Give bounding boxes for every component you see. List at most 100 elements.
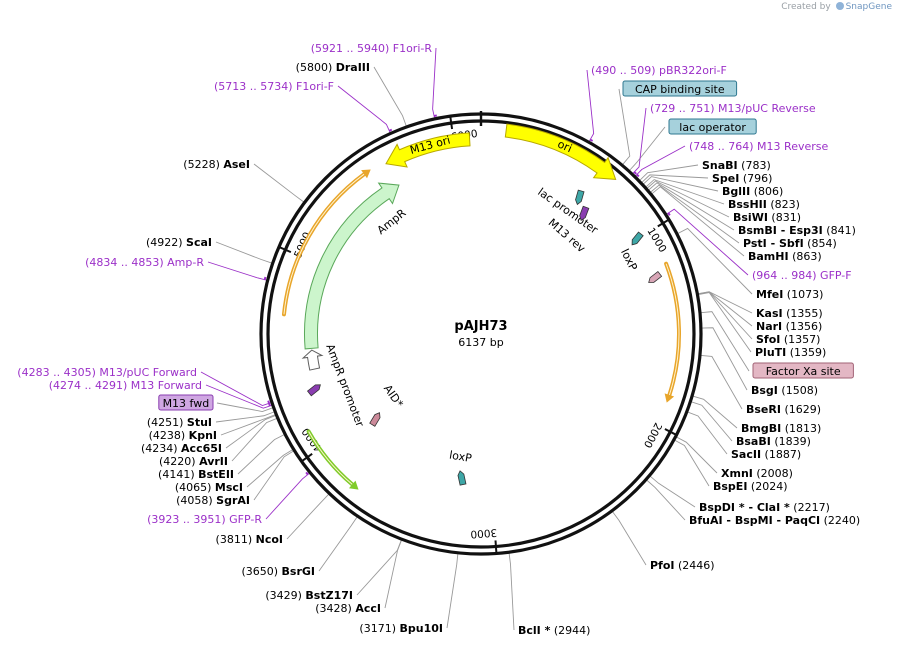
site-name: SpeI (712, 172, 739, 185)
tick-5000 (277, 245, 292, 254)
leader-bsteii (237, 434, 285, 475)
site-label-draiii: (5800) DraIII (296, 61, 370, 74)
leader-lac-operator (629, 126, 666, 171)
leader-snabi (639, 164, 699, 181)
primer-mark-f1ori-r (433, 114, 437, 117)
site-pos: (2240) (820, 514, 860, 527)
site-name: BspEI (713, 480, 747, 493)
feature-orange-right-head (664, 393, 675, 403)
site-label-m13-puc-reverse: (729 .. 751) M13/pUC Reverse (650, 102, 816, 115)
site-label-stui: (4251) StuI (147, 416, 212, 429)
primer-mark-m13-reverse (636, 173, 640, 178)
leader-bspei (674, 439, 710, 487)
mark-m13-rev (579, 205, 590, 221)
site-pos: (5713 .. 5734) (214, 80, 293, 93)
leader-bsshii (645, 179, 725, 205)
primer-mark-m13-puc-forward (267, 400, 271, 404)
primer-mark-amp-r (263, 276, 267, 280)
site-name: F1ori-R (389, 42, 432, 55)
leader-bstz17i (356, 539, 402, 596)
site-name: MscI (215, 481, 243, 494)
primer-mark-m13-forward (268, 403, 271, 407)
feature-label-ampr-promoter: AmpR promoter (323, 342, 366, 429)
tick-1000 (657, 218, 671, 228)
leader-bsrgi (318, 516, 358, 572)
site-name: M13/pUC Reverse (715, 102, 816, 115)
leader-amp-r (207, 261, 267, 281)
site-name: KasI (756, 307, 783, 320)
site-pos: (3428) (315, 602, 355, 615)
leader-pluti (698, 292, 752, 353)
site-name: BseRI (746, 403, 781, 416)
plasmid-length: 6137 bp (458, 336, 503, 349)
site-pos: (1508) (778, 384, 818, 397)
primer-mark-f1ori-f (388, 128, 393, 132)
leader-bamhi (651, 186, 745, 257)
credit-prefix: Created by (781, 2, 831, 12)
mark-aid (369, 412, 381, 427)
site-label-snabi: SnaBI (783) (702, 159, 771, 172)
site-pos: (1629) (781, 403, 821, 416)
site-name: Amp-R (164, 256, 205, 269)
site-label-pluti: PluTI (1359) (755, 346, 826, 359)
leader-m13-puc-reverse (632, 107, 647, 174)
site-label-msci: (4065) MscI (175, 481, 243, 494)
mark-left-purple (306, 384, 321, 397)
tick-4000 (300, 452, 313, 463)
site-label-bsmbi-esp3i: BsmBI - Esp3I (841) (738, 224, 856, 237)
site-pos: (3923 .. 3951) (147, 513, 226, 526)
leader-ncoi (286, 493, 330, 540)
mark-label-aid: AID* (381, 382, 406, 410)
site-pos: (1356) (782, 320, 822, 333)
site-pos: (841) (823, 224, 856, 237)
site-pos: (796) (739, 172, 772, 185)
plasmid-name: pAJH73 (454, 319, 507, 334)
site-pos: (5228) (183, 158, 223, 171)
site-pos: (1359) (786, 346, 826, 359)
site-label-m13-reverse: (748 .. 764) M13 Reverse (689, 140, 828, 153)
site-label-bsshii: BssHII (823) (728, 198, 800, 211)
site-pos: (1073) (783, 288, 823, 301)
leader-sacii (687, 411, 728, 455)
site-pos: (854) (804, 237, 837, 250)
leader-acc65i (225, 415, 276, 449)
site-label-mfei: MfeI (1073) (756, 288, 823, 301)
site-label-pbr322ori-f: (490 .. 509) pBR322ori-F (591, 64, 727, 77)
site-label-bpu10i: (3171) Bpu10I (359, 622, 443, 635)
site-name: KpnI (189, 429, 217, 442)
site-label-bspei: BspEI (2024) (713, 480, 788, 493)
site-pos: (806) (750, 185, 783, 198)
leader-m13-fwd (216, 402, 273, 412)
site-label-bseri: BseRI (1629) (746, 403, 821, 416)
site-name: NarI (756, 320, 782, 333)
site-label-bsrgi: (3650) BsrGI (241, 565, 315, 578)
plasmid-backbone (259, 112, 703, 556)
feature-box-label-m13-fwd: M13 fwd (163, 397, 210, 410)
site-label-pfoi: PfoI (2446) (650, 559, 715, 572)
site-name: GFP-F (817, 269, 852, 282)
site-pos: (5921 .. 5940) (311, 42, 390, 55)
site-pos: (783) (738, 159, 771, 172)
site-name: BsmBI - Esp3I (738, 224, 823, 237)
site-label-psti-sbfi: PstI - SbfI (854) (743, 237, 837, 250)
leader-draiii (373, 66, 407, 127)
site-name: BsiWI (733, 211, 768, 224)
site-label-sacii: SacII (1887) (731, 448, 801, 461)
leader-xmni (676, 436, 718, 474)
site-name: M13 Forward (127, 379, 202, 392)
mark-loxp-lower (457, 470, 467, 486)
site-label-bspdi-clai: BspDI * - ClaI * (2217) (699, 501, 830, 514)
feature-ampr-promoter (301, 349, 324, 371)
site-label-ncoi: (3811) NcoI (216, 533, 283, 546)
site-name: StuI (187, 416, 212, 429)
feature-green-lower-head (348, 480, 359, 490)
site-name: F1ori-F (293, 80, 334, 93)
leader-bpu10i (446, 553, 459, 629)
feature-orange-right-highlight (665, 263, 680, 396)
site-label-gfp-r: (3923 .. 3951) GFP-R (147, 513, 262, 526)
site-label-acci: (3428) AccI (315, 602, 381, 615)
tick-2000 (664, 428, 678, 437)
site-pos: (1355) (783, 307, 823, 320)
site-pos: (3650) (241, 565, 281, 578)
